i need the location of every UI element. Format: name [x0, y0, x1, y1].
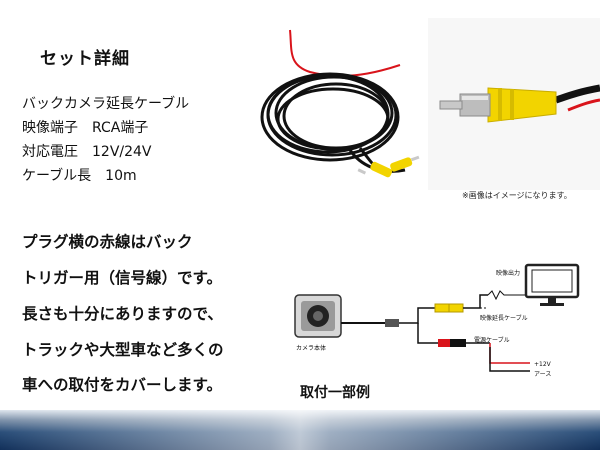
camera-body-icon: [294, 294, 342, 338]
image-note: ※画像はイメージになります。: [462, 191, 572, 200]
installation-diagram: [294, 263, 580, 372]
extension-cable: [463, 294, 488, 309]
spec-line-terminal: 映像端子 RCA端子: [22, 120, 149, 136]
rca-socket-icon: [448, 303, 464, 313]
description-line-3: 長さも十分にありますので、: [22, 305, 223, 323]
plus12v-wire: [489, 343, 530, 364]
extension-cable-label: 映像延長ケーブル: [480, 315, 528, 322]
power-plug-icon: [438, 339, 450, 347]
cable-junction: [385, 319, 399, 327]
power-cable-label: 電源ケーブル: [474, 337, 510, 344]
description-line-2: トリガー用（信号線）です。: [22, 269, 222, 287]
set-detail-title: セット詳細: [40, 49, 130, 69]
monitor-icon: [524, 263, 580, 306]
ground-wire: [489, 347, 530, 372]
camera-label: カメラ本体: [296, 345, 327, 352]
coiled-cable-photo: [260, 29, 420, 178]
rca-connector-photo: [428, 18, 600, 190]
spec-line-product: バックカメラ延長ケーブル: [22, 96, 190, 112]
rca-plug-icon: [434, 303, 450, 313]
diagram-caption: 取付一部例: [300, 385, 370, 401]
ground-label: アース: [534, 371, 552, 378]
spec-line-voltage: 対応電圧 12V/24V: [22, 144, 152, 160]
description-line-5: 車への取付をカバーします。: [22, 376, 222, 394]
spec-line-length: ケーブル長 10m: [22, 168, 137, 184]
plus12v-label: +12V: [534, 361, 551, 368]
description-line-1: プラグ横の赤線はバック: [22, 233, 193, 251]
footer-shine: [0, 410, 600, 450]
video-output-label: 映像出力: [496, 270, 521, 277]
power-socket-icon: [450, 339, 466, 347]
description-line-4: トラックや大型車など多くの: [22, 341, 224, 359]
